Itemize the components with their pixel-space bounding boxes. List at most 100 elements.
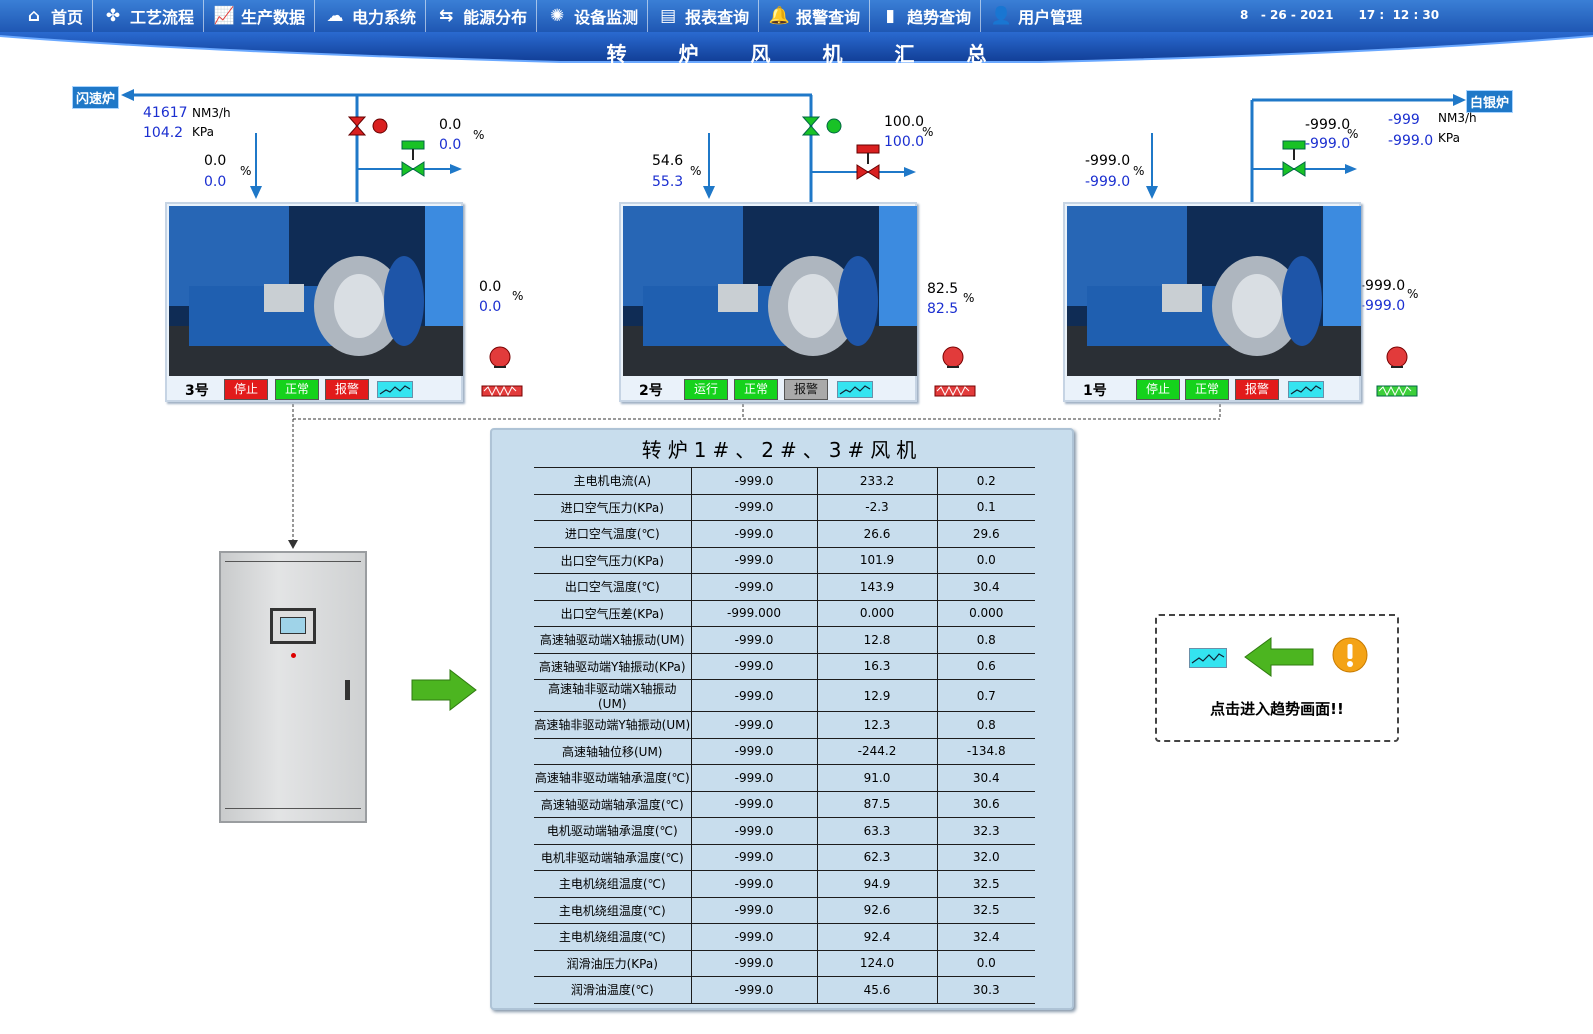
fan-2-value-cell: 12.3 bbox=[817, 711, 938, 739]
fan1-vent-unit: % bbox=[1347, 127, 1359, 141]
fan2-outlet-unit: % bbox=[963, 291, 975, 305]
parameter-name-cell: 出口空气压力(KPa) bbox=[534, 547, 692, 574]
nav-item-label: 首页 bbox=[51, 8, 84, 27]
page-title: 转炉风机汇总 bbox=[606, 42, 1039, 66]
cabinet-bottom-line bbox=[225, 808, 361, 809]
vent-valve-3[interactable] bbox=[401, 140, 425, 177]
fan-1-value-cell: -999.0 bbox=[691, 711, 818, 739]
destination-tag-flash-furnace: 闪速炉 bbox=[72, 86, 120, 109]
fan-panel-1[interactable]: 1号 停止 正常 报警 bbox=[1063, 202, 1361, 402]
nav-item-power-system[interactable]: ☁ 电力系统 bbox=[315, 0, 427, 32]
alarm-state-button[interactable]: 报警 bbox=[325, 379, 369, 400]
nav-item-equipment-monitor[interactable]: ✺ 设备监测 bbox=[537, 0, 649, 32]
trend-chart-icon[interactable] bbox=[1288, 381, 1324, 398]
fan-3-value-cell: 29.6 bbox=[937, 520, 1035, 548]
nav-item-label: 趋势查询 bbox=[907, 8, 972, 27]
nav-item-alarm-query[interactable]: 🔔 报警查询 bbox=[759, 0, 871, 32]
fan-1-value-cell: -999.0 bbox=[691, 653, 818, 680]
datetime-display: 8 - 26 - 2021 17 : 12 : 30 bbox=[1240, 8, 1440, 22]
fan-status-bar: 3号 停止 正常 报警 bbox=[167, 376, 465, 402]
parameter-name-cell: 高速轴非驱动端Y轴振动(UM) bbox=[534, 711, 692, 739]
main-valve-3[interactable] bbox=[347, 116, 388, 136]
trend-chart-icon[interactable] bbox=[837, 381, 873, 398]
cabinet-top-line bbox=[225, 561, 361, 562]
fan1-inlet-unit: % bbox=[1133, 164, 1145, 178]
fan-1-value-cell: -999.0 bbox=[691, 573, 818, 601]
trend-chart-icon bbox=[1189, 648, 1227, 668]
fan-3-value-cell: 32.5 bbox=[937, 870, 1035, 898]
parameter-name-cell: 出口空气压差(KPa) bbox=[534, 600, 692, 627]
nav-item-label: 用户管理 bbox=[1018, 8, 1083, 27]
right-pressure-value: -999.0 bbox=[1388, 133, 1434, 149]
fan-2-value-cell: 63.3 bbox=[817, 817, 938, 845]
nav-item-trend-query[interactable]: ▮ 趋势查询 bbox=[870, 0, 982, 32]
parameter-name-cell: 主电机绕组温度(℃) bbox=[534, 870, 692, 898]
fan3-vent-actual: 0.0 bbox=[439, 137, 462, 153]
fan2-vent-unit: % bbox=[922, 125, 934, 139]
control-cabinet[interactable] bbox=[219, 551, 367, 823]
warning-icon bbox=[1332, 637, 1368, 673]
parameter-name-cell: 高速轴非驱动端X轴振动(UM) bbox=[534, 679, 692, 712]
fan-3-value-cell: 0.8 bbox=[937, 711, 1035, 739]
alarm-bell-icon: 🔔 bbox=[768, 6, 790, 26]
oil-pump-2[interactable] bbox=[934, 346, 976, 397]
normal-state-button[interactable]: 正常 bbox=[734, 379, 778, 400]
nav-item-energy[interactable]: ⇆ 能源分布 bbox=[426, 0, 538, 32]
nav-item-report-query[interactable]: ▤ 报表查询 bbox=[648, 0, 760, 32]
run-state-button[interactable]: 停止 bbox=[224, 379, 268, 400]
trend-link-box[interactable]: 点击进入趋势画面!! bbox=[1155, 614, 1399, 742]
table-title: 转炉1#、2#、3#风机 bbox=[641, 438, 923, 462]
production-chart-icon: 📈 bbox=[213, 6, 235, 26]
nav-item-home[interactable]: ⌂ 首页 bbox=[14, 0, 94, 32]
vent-valve-1[interactable] bbox=[1282, 140, 1306, 177]
fan-3-value-cell: 30.4 bbox=[937, 764, 1035, 792]
fan-3-value-cell: 0.0 bbox=[937, 950, 1035, 977]
fan-panel-3[interactable]: 3号 停止 正常 报警 bbox=[165, 202, 463, 402]
right-pressure-unit: KPa bbox=[1438, 131, 1460, 145]
alarm-state-button[interactable]: 报警 bbox=[784, 379, 828, 400]
run-state-button[interactable]: 运行 bbox=[684, 379, 728, 400]
parameter-name-cell: 出口空气温度(℃) bbox=[534, 573, 692, 601]
parameter-name-cell: 主电机绕组温度(℃) bbox=[534, 923, 692, 951]
nav-item-process-flow[interactable]: ✤ 工艺流程 bbox=[93, 0, 205, 32]
fan3-outlet-unit: % bbox=[512, 289, 524, 303]
fan2-vent-actual: 100.0 bbox=[884, 134, 925, 150]
fan-3-value-cell: 0.1 bbox=[937, 494, 1035, 521]
fan-1-value-cell: -999.0 bbox=[691, 547, 818, 574]
main-valve-2[interactable] bbox=[801, 116, 842, 136]
fan-3-value-cell: 0.2 bbox=[937, 467, 1035, 495]
fan-2-value-cell: 12.8 bbox=[817, 626, 938, 654]
fan1-inlet-set: -999.0 bbox=[1085, 153, 1131, 169]
trend-chart-icon[interactable] bbox=[377, 381, 413, 398]
left-pressure-value: 104.2 bbox=[143, 125, 184, 141]
fan-1-value-cell: -999.0 bbox=[691, 923, 818, 951]
vent-valve-2[interactable] bbox=[856, 144, 880, 180]
fan3-inlet-actual: 0.0 bbox=[204, 174, 227, 190]
alarm-state-button[interactable]: 报警 bbox=[1235, 379, 1279, 400]
fan-status-bar: 1号 停止 正常 报警 bbox=[1065, 376, 1363, 402]
run-state-button[interactable]: 停止 bbox=[1136, 379, 1180, 400]
oil-pump-3[interactable] bbox=[481, 346, 523, 397]
normal-state-button[interactable]: 正常 bbox=[275, 379, 319, 400]
fan-3-value-cell: 0.000 bbox=[937, 600, 1035, 627]
fan-3-value-cell: 0.6 bbox=[937, 653, 1035, 680]
title-banner bbox=[0, 32, 1593, 70]
oil-pump-1[interactable] bbox=[1376, 346, 1418, 397]
fan1-inlet-actual: -999.0 bbox=[1085, 174, 1131, 190]
nav-item-user-management[interactable]: 👤 用户管理 bbox=[981, 0, 1091, 32]
fan-panel-2[interactable]: 2号 运行 正常 报警 bbox=[619, 202, 917, 402]
left-pressure-unit: KPa bbox=[192, 125, 214, 139]
nav-item-production-data[interactable]: 📈 生产数据 bbox=[204, 0, 316, 32]
normal-state-button[interactable]: 正常 bbox=[1185, 379, 1229, 400]
fan-photo bbox=[623, 206, 917, 376]
fan2-outlet-set: 82.5 bbox=[927, 281, 959, 297]
left-arrow-icon bbox=[1244, 637, 1314, 677]
